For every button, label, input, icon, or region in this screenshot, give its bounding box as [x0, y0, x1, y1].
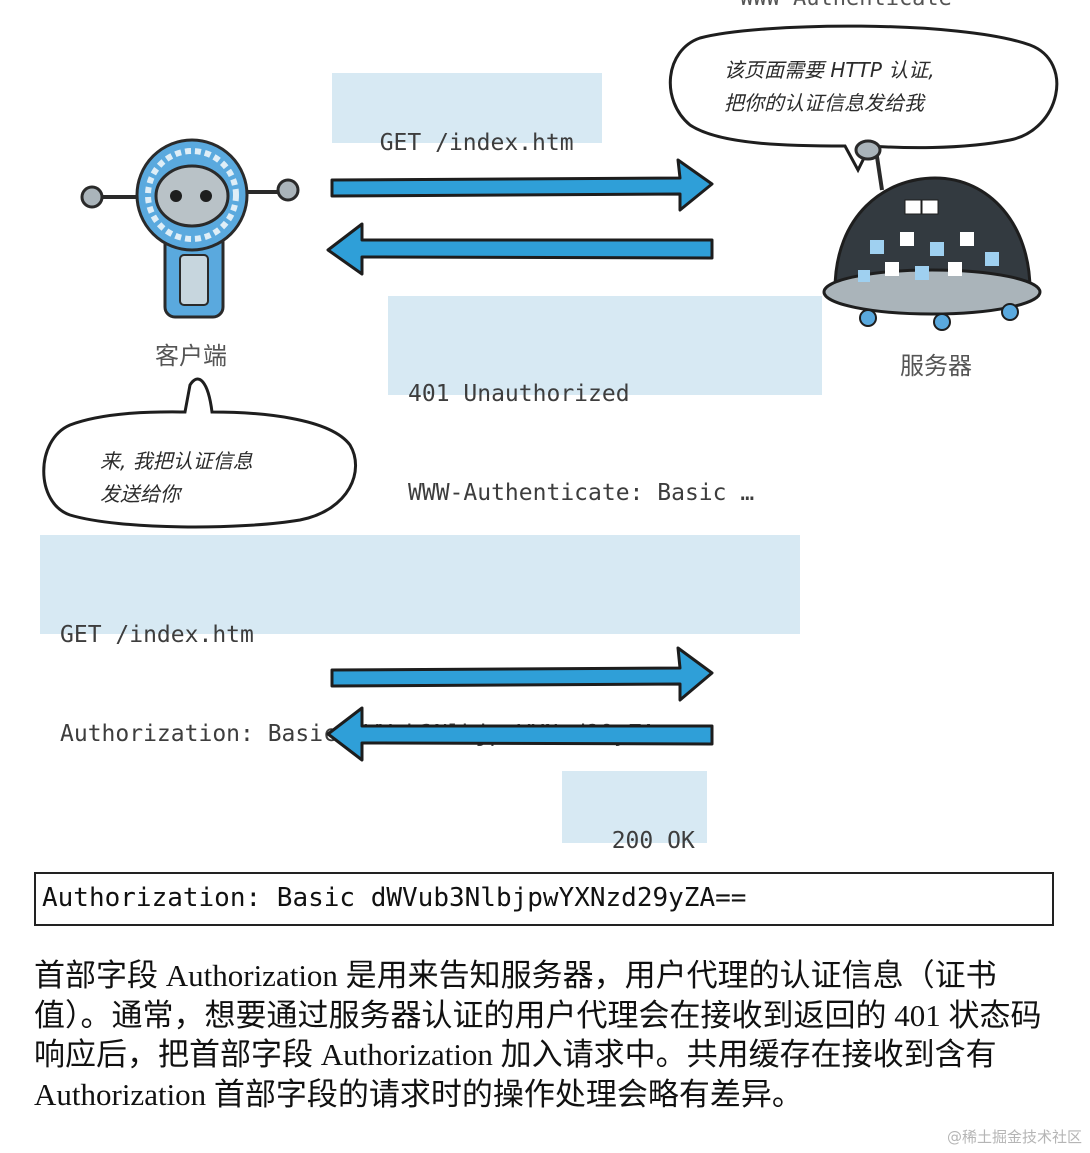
description-paragraph: 首部字段 Authorization 是用来告知服务器，用户代理的认证信息（证书… — [34, 958, 1042, 1112]
authorization-code-box: Authorization: Basic dWVub3NlbjpwYXNzd29… — [34, 872, 1054, 926]
response-1-status: 401 Unauthorized — [408, 381, 630, 407]
server-bubble-line1: 该页面需要 HTTP 认证, — [724, 58, 935, 82]
response-1-header: WWW-Authenticate: Basic … — [408, 480, 755, 506]
request-2-line: GET /index.htm — [60, 622, 254, 648]
response-1-box: 401 Unauthorized WWW-Authenticate: Basic… — [388, 296, 822, 506]
request-1-box: GET /index.htm — [332, 73, 602, 156]
response-2-box: 200 OK — [562, 771, 707, 854]
top-cut-text: WWW-Authenticate — [740, 0, 952, 11]
response-2-text: 200 OK — [611, 828, 695, 854]
client-label: 客户端 — [155, 342, 227, 370]
server-label: 服务器 — [900, 352, 972, 380]
client-bubble-line1: 来, 我把认证信息 — [100, 449, 253, 473]
request-1-text: GET /index.htm — [379, 130, 574, 156]
server-bubble-line2: 把你的认证信息发给我 — [724, 91, 924, 115]
client-bubble-line2: 发送给你 — [100, 482, 180, 506]
watermark: @稀土掘金技术社区 — [946, 1128, 1082, 1146]
